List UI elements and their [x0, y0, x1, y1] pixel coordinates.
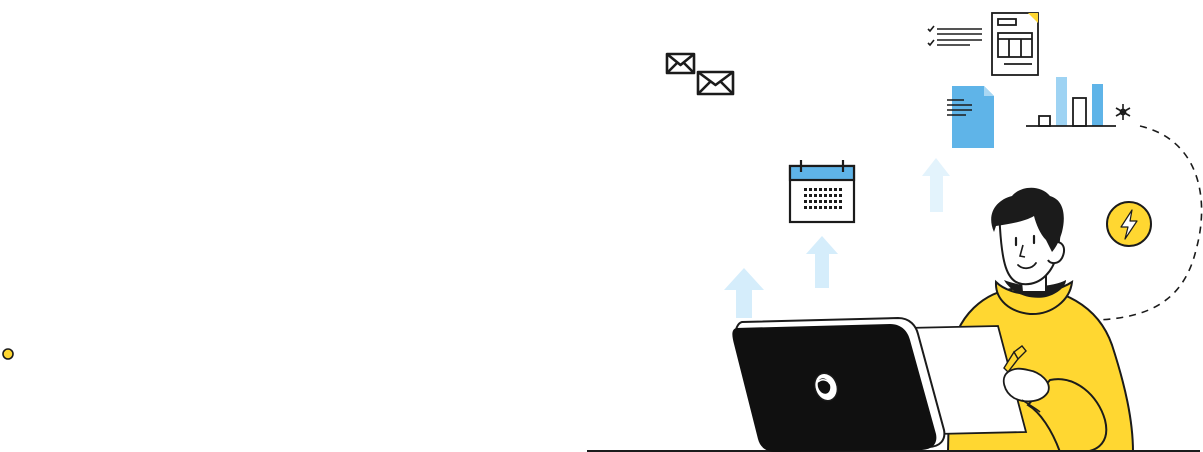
hand — [1002, 367, 1050, 413]
dashed-connector — [1095, 125, 1203, 321]
lightning-icon — [1106, 201, 1152, 247]
bar-chart-icon — [1026, 77, 1116, 127]
checklist-icon — [927, 25, 982, 47]
envelope-icon — [665, 52, 696, 75]
arrow-up-icon — [922, 158, 950, 212]
calendar-icon — [788, 160, 856, 224]
laptop-logo — [813, 372, 839, 402]
laptop-icon — [732, 316, 946, 452]
envelope-icon — [696, 70, 735, 96]
arrow-up-icon — [806, 236, 838, 288]
table-document-icon — [991, 12, 1039, 76]
pencil-icon — [1003, 345, 1027, 374]
arrow-up-icon — [724, 268, 764, 318]
gear-icon — [1115, 104, 1131, 120]
document-icon — [947, 86, 994, 148]
accent-ring-dot — [2, 348, 14, 360]
